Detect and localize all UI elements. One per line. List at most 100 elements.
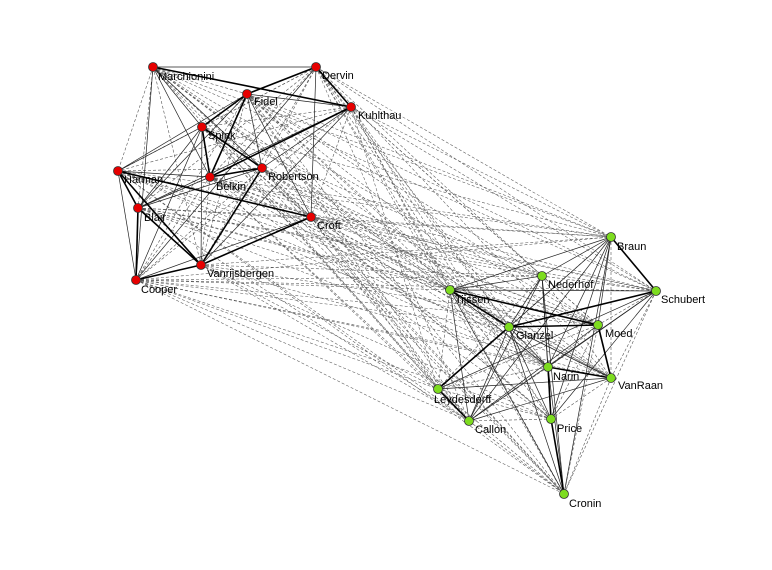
node-cooper	[131, 275, 141, 285]
between-group-dashed-edge	[209, 176, 470, 422]
strong-edge	[135, 207, 139, 281]
within-group-edge	[135, 126, 203, 281]
between-group-dashed-edge	[135, 279, 552, 420]
between-group-dashed-edge	[152, 66, 612, 238]
between-group-dashed-edge	[135, 279, 510, 328]
between-group-dashed-edge	[200, 264, 543, 277]
strong-edge	[246, 66, 317, 95]
between-group-dashed-edge	[246, 93, 599, 326]
medium-edges	[117, 66, 657, 495]
within-group-edge	[117, 93, 248, 172]
within-group-edge	[117, 170, 211, 178]
between-group-dashed-edge	[117, 170, 451, 291]
within-group-edge	[261, 106, 352, 169]
within-group-edge	[508, 326, 612, 379]
within-group-edge	[152, 66, 211, 178]
within-group-edge	[246, 93, 263, 169]
between-group-dashed-edge	[350, 106, 612, 238]
between-group-dashed-edge	[135, 279, 451, 291]
node-label-leydesdorff: Leydesdorff	[434, 394, 492, 406]
strong-edge	[508, 290, 657, 328]
strong-edge	[597, 324, 612, 379]
between-group-dashed-edge	[350, 106, 657, 292]
between-group-dashed-edge	[246, 93, 451, 291]
strong-edge	[201, 93, 248, 128]
within-group-dashed-edge	[137, 66, 154, 209]
within-group-dashed-edge	[437, 366, 549, 390]
between-group-dashed-edge	[350, 106, 552, 420]
within-group-edge	[437, 377, 612, 390]
strong-edge	[201, 126, 211, 178]
within-group-edge	[437, 290, 657, 390]
strong-edge	[200, 167, 263, 266]
between-group-dashed-edge	[261, 167, 552, 420]
within-group-dashed-edge	[261, 167, 312, 218]
between-group-dashed-edge	[209, 176, 552, 420]
between-group-dashed-edge	[209, 176, 543, 277]
between-group-dashed-edge	[246, 93, 549, 368]
node-label-blair: Blair	[144, 212, 166, 224]
between-group-dashed-edge	[117, 170, 612, 238]
between-group-dashed-edge	[350, 106, 599, 326]
between-group-dashed-edge	[152, 66, 549, 368]
strong-edge	[200, 216, 312, 266]
node-blair	[133, 203, 143, 213]
between-group-dashed-edge	[135, 279, 470, 422]
within-group-edge	[152, 66, 203, 128]
node-label-tijssen: Tijssen	[455, 294, 489, 306]
within-group-dashed-edge	[152, 66, 248, 95]
between-group-dashed-edge	[209, 176, 599, 326]
node-cronin	[559, 489, 569, 499]
between-group-dashed-edge	[137, 207, 612, 238]
strong-edge	[550, 418, 565, 495]
strong-edge	[315, 66, 352, 108]
strong-edge	[209, 93, 248, 178]
within-group-dashed-edge	[437, 388, 552, 420]
node-label-harman: Harman	[124, 174, 163, 186]
node-vanrijsbergen	[196, 260, 206, 270]
node-dervin	[311, 62, 321, 72]
between-group-dashed-edge	[209, 176, 612, 238]
within-group-dashed-edge	[437, 289, 451, 390]
within-group-edge	[468, 290, 657, 422]
between-group-dashed-edge	[261, 167, 612, 379]
node-kuhlthau	[346, 102, 356, 112]
strong-edge	[449, 289, 510, 328]
strong-edge	[117, 170, 202, 266]
between-group-dashed-edge	[310, 216, 657, 292]
between-group-dashed-edge	[315, 66, 543, 277]
node-label-vanraan: VanRaan	[618, 380, 663, 392]
between-group-dashed-edge	[246, 93, 612, 379]
within-group-dashed-edge	[135, 176, 211, 281]
within-group-edge	[550, 236, 612, 420]
between-group-dashed-edge	[246, 93, 510, 328]
within-group-dashed-edge	[117, 167, 263, 172]
within-group-dashed-edge	[152, 66, 202, 266]
between-group-dashed-edge	[137, 207, 543, 277]
between-group-dashed-edge	[315, 66, 451, 291]
node-label-glanzel: Glanzel	[516, 330, 553, 342]
within-group-edge	[137, 167, 263, 209]
strong-edges	[117, 66, 657, 495]
node-label-spink: Spink	[208, 130, 236, 142]
between-group-dashed-edge	[261, 167, 470, 422]
within-group-dashed-edge	[135, 167, 263, 281]
node-label-schubert: Schubert	[661, 294, 705, 306]
node-label-narin: Narin	[553, 371, 579, 383]
node-marchionini	[148, 62, 158, 72]
between-group-dashed-edge	[135, 275, 543, 281]
within-group-edge	[246, 93, 352, 108]
between-group-dashed-edge	[261, 167, 599, 326]
within-group-edge	[563, 236, 612, 495]
node-callon	[464, 416, 474, 426]
strong-edge	[449, 289, 599, 326]
node-spink	[197, 122, 207, 132]
within-group-edge	[508, 326, 552, 420]
between-group-dashed-edge	[310, 216, 439, 390]
node-braun	[606, 232, 616, 242]
within-group-edge	[117, 170, 137, 281]
between-group-dashed-edge	[315, 66, 657, 292]
within-group-edge	[508, 236, 612, 328]
strong-edge	[117, 170, 312, 218]
